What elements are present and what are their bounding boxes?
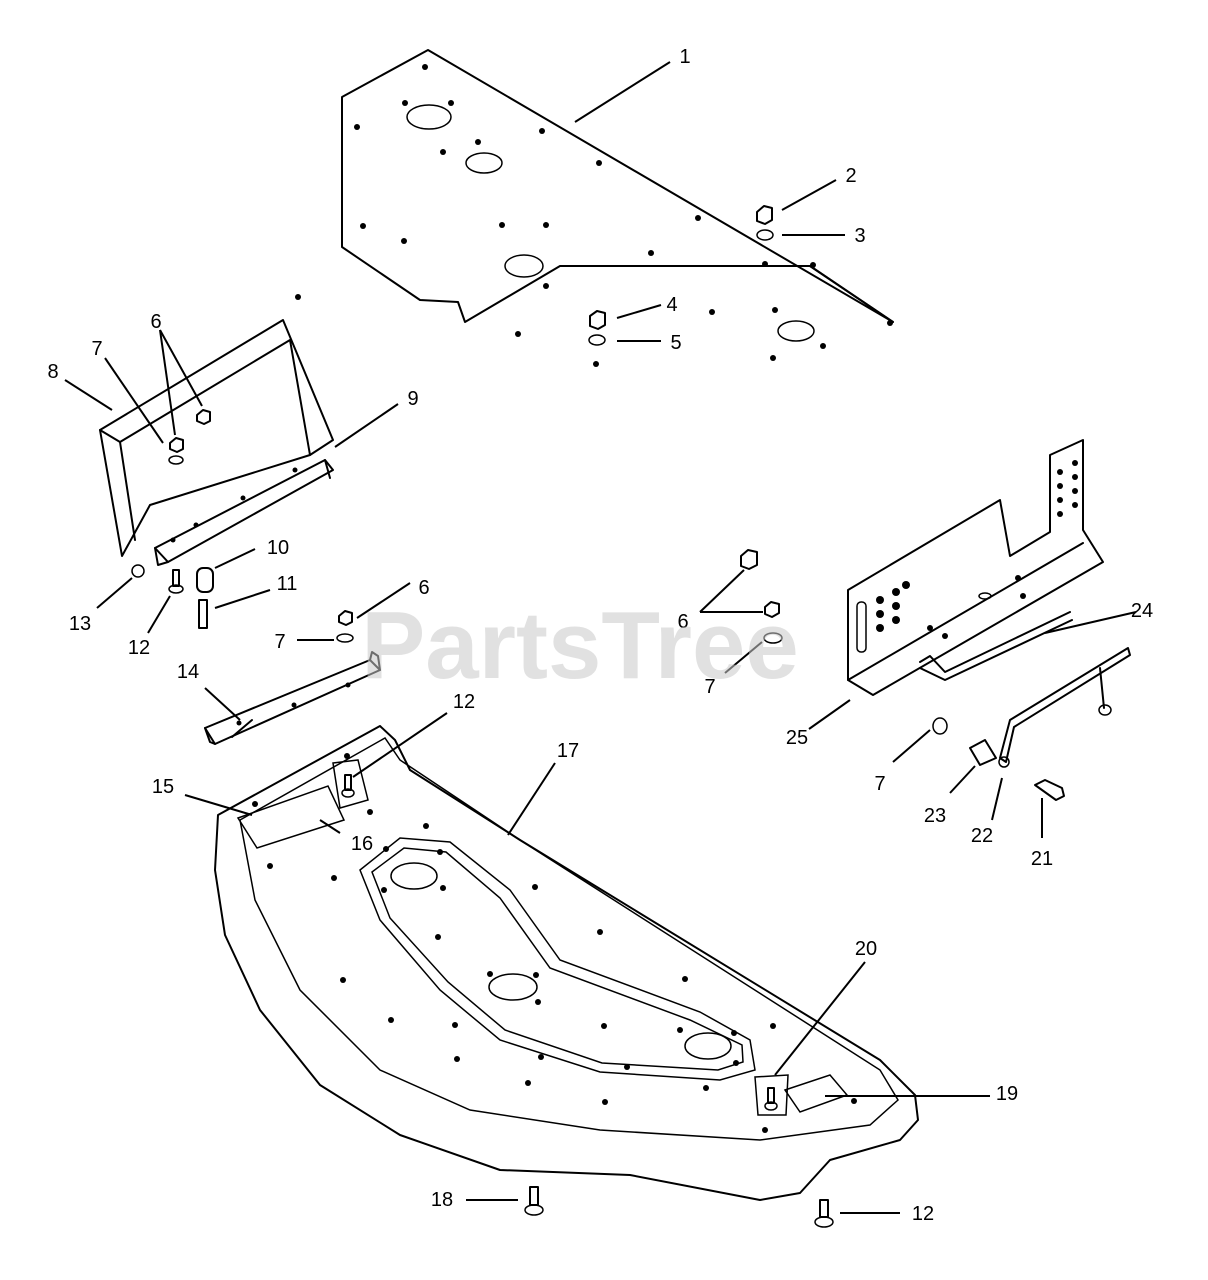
callout-21: 21 [1031,848,1053,870]
callout-5: 5 [670,332,681,354]
washer-part-7-middle [336,633,354,643]
washer-part-7-left [168,455,184,465]
callout-22: 22 [971,825,993,847]
washer-part-5 [588,334,606,346]
callout-1: 1 [679,46,690,68]
bolt-part-11 [198,599,208,629]
callout-20: 20 [855,938,877,960]
bolt-part-12-deck [341,774,355,798]
deck-top-plate [341,49,894,367]
bolt-part-12-bottom [814,1199,834,1228]
callout-6-right: 6 [677,611,688,633]
callout-10: 10 [267,537,289,559]
bolt-part-20 [764,1087,778,1111]
callout-19: 19 [996,1083,1018,1105]
callout-17: 17 [557,740,579,762]
callout-12-deck: 12 [453,691,475,713]
nut-part-6-right [740,549,780,618]
callout-23: 23 [924,805,946,827]
bolt-part-21 [1034,779,1065,801]
callout-11: 11 [277,573,298,595]
callout-7-lower: 7 [874,773,885,795]
callout-12-left: 12 [128,637,150,659]
callout-6-middle: 6 [418,577,429,599]
bracket-plate-part-25 [847,439,1104,696]
callout-7-right: 7 [704,676,715,698]
callout-16: 16 [351,833,373,855]
nut-part-6-middle [338,610,353,626]
callout-9: 9 [407,388,418,410]
callout-7-middle: 7 [274,631,285,653]
spacer-part-10 [196,567,214,593]
bolt-part-12-left [168,569,184,594]
callout-6-left: 6 [150,311,161,333]
nut-part-6-left [169,409,211,453]
callout-8: 8 [47,361,58,383]
callout-12-bottom: 12 [912,1203,934,1225]
bracket-part-14 [204,651,381,745]
washer-part-3 [756,229,774,241]
callout-2: 2 [845,165,856,187]
callout-3: 3 [854,225,865,247]
nut-part-13 [131,564,145,578]
leader-lines [64,61,1137,1214]
nut-part-2 [756,205,773,225]
callout-24: 24 [1131,600,1153,622]
callout-14: 14 [177,661,199,683]
spacer-part-23 [969,739,997,766]
callout-25: 25 [786,727,808,749]
lift-arm-part-22 [998,647,1131,768]
left-cover-part-8 [99,294,334,557]
bolt-part-18 [524,1186,544,1216]
callout-18: 18 [431,1189,453,1211]
callout-13: 13 [69,613,91,635]
nut-part-4 [589,310,606,330]
washer-part-7-right [763,632,948,735]
rod-part-24 [919,611,1073,681]
callouts: 1 2 3 4 5 6 7 8 9 10 11 13 12 6 7 14 12 … [47,46,1153,1225]
mower-deck-part-17 [214,725,919,1201]
callout-7-left: 7 [91,338,102,360]
watermark-logo: PartsTree [361,592,799,699]
callout-4: 4 [666,294,677,316]
callout-15: 15 [152,776,174,798]
bracket-part-9 [154,459,334,566]
